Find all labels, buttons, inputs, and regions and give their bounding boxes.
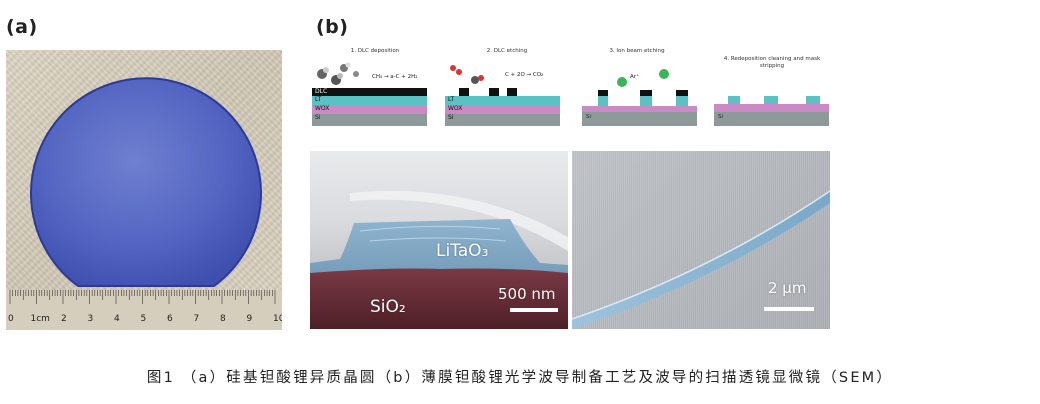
ruler-mark-label: 4: [114, 314, 120, 324]
wafer-photo: 0 1cm 2 3 4 5 6 7 8 9 10: [6, 50, 282, 330]
ruler-mark-label: 2: [61, 314, 67, 324]
step-4-si-label: Si: [718, 114, 724, 120]
layer-lt: LT: [445, 96, 560, 105]
panel-label-a: (a): [6, 16, 38, 38]
scale-bar-500nm: [510, 308, 558, 312]
ruler-mark-label: 5: [140, 314, 147, 324]
step-1-title: 1. DLC deposition: [350, 48, 400, 54]
step-2-formula: C + 2O → CO₂: [505, 72, 544, 78]
ruler-mark-label: 0: [8, 314, 14, 324]
scale-label-500nm: 500 nm: [498, 285, 556, 303]
wafer-disc: [30, 77, 262, 287]
step-4-stack: [714, 96, 829, 126]
step-2-title: 2. DLC etching: [486, 48, 528, 54]
layer-wox: WOX: [312, 105, 427, 114]
ruler-mark-label: 10: [273, 314, 282, 324]
panel-label-b: (b): [316, 16, 349, 38]
sio2-label: SiO₂: [370, 297, 406, 317]
layer-lt: LT: [312, 96, 427, 105]
ruler-mark-label: 6: [167, 314, 173, 324]
step-3-formula: Ar⁺: [630, 74, 639, 80]
deposition-molecules-icon: [317, 62, 359, 85]
ruler-mark-label: 7: [193, 314, 200, 324]
ruler-labels: 0 1cm 2 3 4 5 6 7 8 9 10: [6, 314, 282, 328]
step-1-formula: CH₄ → a-C + 2H₂: [372, 74, 418, 80]
step-3-si-label: Si: [586, 114, 592, 120]
step-1-stack: DLC LT WOX Si: [312, 88, 427, 126]
step-2-stack: LT WOX Si: [445, 88, 560, 126]
ruler-mark-label: 9: [246, 314, 253, 324]
ruler-ticks: [9, 290, 276, 304]
scale-bar-2um: [764, 307, 814, 311]
layer-dlc: DLC: [312, 88, 427, 96]
step-2-mask-icon: [450, 65, 517, 96]
ruler-mark-label: 1cm: [30, 314, 50, 324]
step-4-title: 4. Redeposition cleaning and mask stripp…: [723, 56, 821, 69]
figure-caption: 图1 （a）硅基钽酸锂异质晶圆（b）薄膜钽酸锂光学波导制备工艺及波导的扫描透镜显…: [146, 370, 894, 386]
layer-si: Si: [312, 114, 427, 126]
step-3-stack: [582, 69, 697, 126]
layer-wox: WOX: [445, 105, 560, 114]
layer-si: Si: [445, 114, 560, 126]
scale-label-2um: 2 µm: [768, 279, 807, 297]
sem-waveguide: 2 µm: [572, 151, 830, 329]
step-3-title: 3. Ion beam etching: [609, 48, 665, 54]
waveguide-ridge: [572, 191, 830, 329]
sem-cross-section: LiTaO₃ SiO₂ 500 nm: [310, 151, 568, 329]
ruler-mark-label: 8: [220, 314, 226, 324]
ruler-mark-label: 3: [87, 314, 94, 324]
litao3-label: LiTaO₃: [436, 241, 489, 261]
wafer-illustration: [6, 77, 282, 330]
